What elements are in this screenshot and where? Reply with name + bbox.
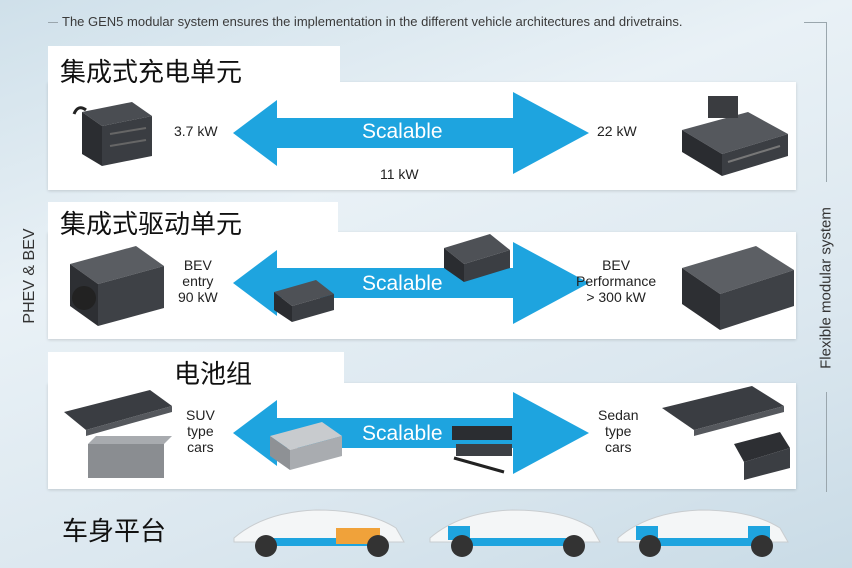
scalable-arrow [233,392,589,474]
frame-line [804,22,826,23]
motor-mid-image [274,280,334,322]
caption: The GEN5 modular system ensures the impl… [62,14,683,29]
title-tab [48,46,340,86]
side-label-phev-bev: PHEV & BEV [21,228,38,324]
frame-line [826,392,827,492]
battery-sedan-image [662,386,790,480]
car-platform-image [617,509,789,557]
label-left: SUV type cars [186,407,215,455]
battery-module-image [270,422,342,470]
panel-title: 电池组 [174,360,253,390]
label-right: 22 kW [597,123,637,139]
label-right: BEV Performance > 300 kW [576,257,657,305]
scalable-arrow [233,92,589,174]
motor-mid-large-image [444,234,510,282]
label-middle: 11 kW [380,166,419,182]
car-platform-image [429,509,601,557]
label-left: 3.7 kW [174,123,218,139]
motor-small-image [70,246,164,326]
scalable-label: Scalable [362,120,443,143]
title-tab [48,202,338,238]
platform-title: 车身平台 [62,517,167,547]
car-platform-image [233,509,405,557]
motor-large-image [682,246,794,330]
battery-cells-image [452,426,512,474]
scalable-label: Scalable [362,422,443,445]
label-left: BEV entry 90 kW [178,257,218,305]
charger-large-image [682,96,788,176]
scalable-arrow [233,242,589,324]
scalable-label: Scalable [362,272,443,295]
frame-line [48,22,58,23]
charger-small-image [72,102,152,166]
panel-title: 集成式驱动单元 [60,210,243,240]
title-tab [48,352,344,388]
battery-suv-image [64,390,172,478]
frame-line [826,22,827,182]
side-label-flexible: Flexible modular system [817,207,835,369]
panel-title: 集成式充电单元 [60,58,243,88]
label-right: Sedan type cars [598,407,639,455]
